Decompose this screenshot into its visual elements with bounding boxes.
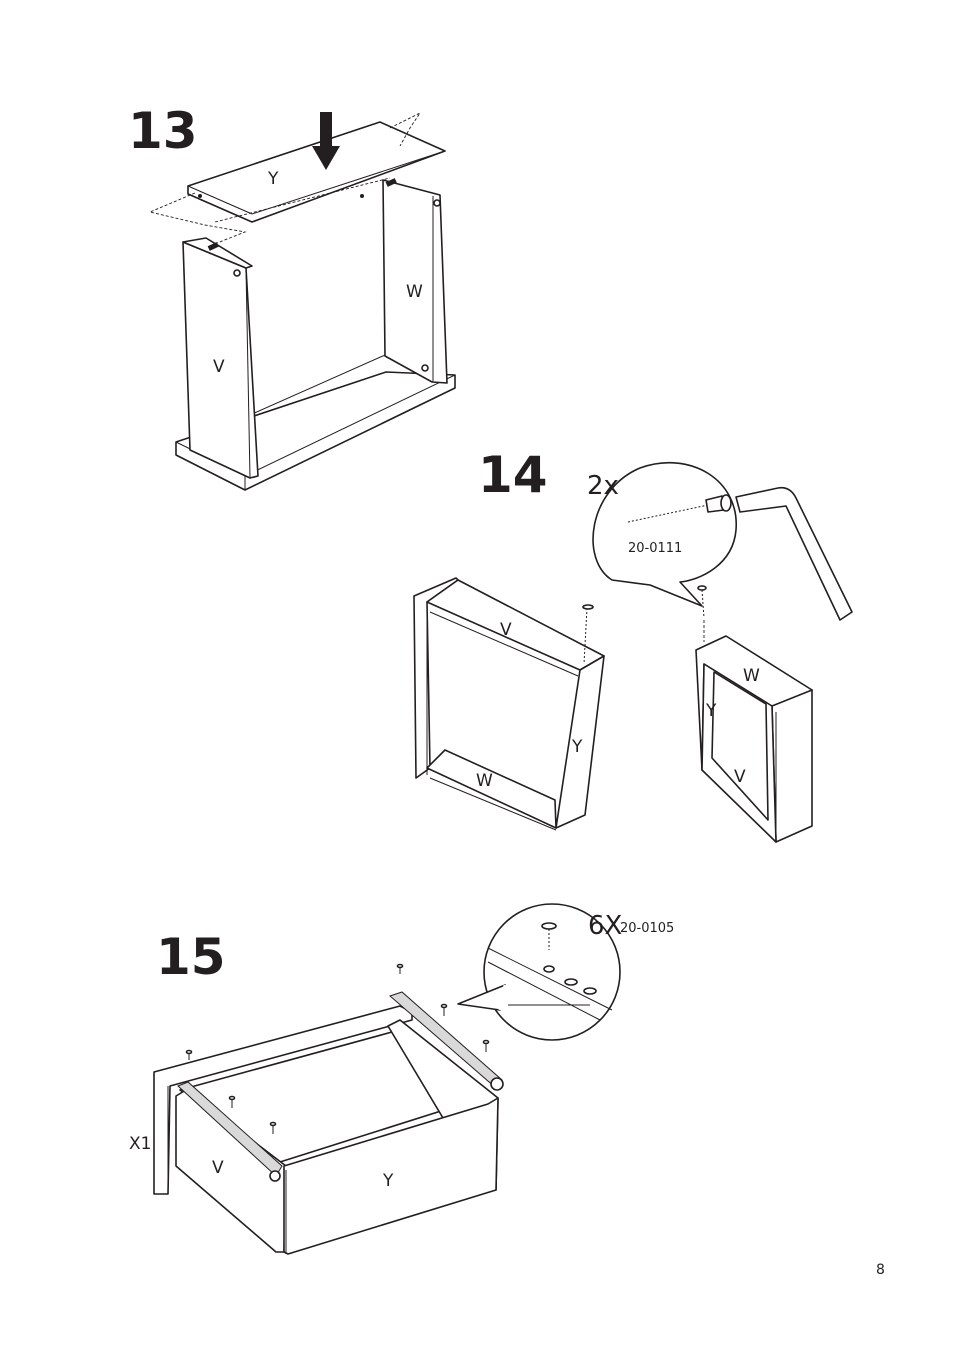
label-w-13: W <box>406 282 423 302</box>
step-13-number: 13 <box>128 102 198 160</box>
quantity-14: 2x <box>587 471 619 501</box>
step-14-number: 14 <box>478 446 548 504</box>
screw-icon-right <box>698 586 706 642</box>
multiplier-label: X1 <box>129 1134 151 1154</box>
callout-bubble-15: 6X 20-0105 <box>458 904 674 1040</box>
label-v-15: V <box>212 1158 224 1178</box>
label-y-14-right: Y <box>705 701 717 721</box>
label-w-14-right: W <box>743 666 760 686</box>
step-15-number: 15 <box>156 928 226 986</box>
step-13: 13 W V Y <box>128 102 455 490</box>
page-number: 8 <box>876 1262 885 1278</box>
label-v-14-left: V <box>500 620 512 640</box>
frame-right: W Y V <box>696 586 812 842</box>
callout-bubble-14: 2x 20-0111 <box>587 463 736 606</box>
label-w-14-left: W <box>476 771 493 791</box>
label-v-13: V <box>213 357 225 377</box>
label-y-15: Y <box>382 1171 394 1191</box>
drawer-assembly: V Y <box>154 965 503 1255</box>
allen-key-icon <box>736 488 852 620</box>
label-y-14-left: Y <box>571 737 583 757</box>
article-number-15: 20-0105 <box>620 921 674 936</box>
article-number-14: 20-0111 <box>628 541 682 556</box>
step-14: 14 2x 20-0111 V Y <box>414 446 852 842</box>
label-v-14-right: V <box>734 767 746 787</box>
quantity-15: 6X <box>588 911 622 941</box>
step-15: 15 6X 20-0105 <box>129 904 674 1254</box>
label-y-13: Y <box>267 169 279 189</box>
frame-left: V Y W <box>414 578 604 830</box>
